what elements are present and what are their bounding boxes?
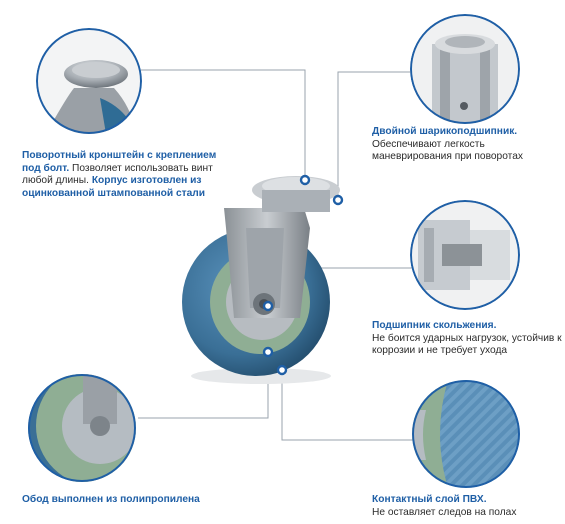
marker-pvc [276,364,288,376]
callout-plain-bearing-text: Не боится ударных нагрузок, устойчив к к… [372,332,562,357]
detail-circle-pvc-tread [412,380,520,488]
callout-double-bearing: Двойной шарикоподшипник. Обеспечивают ле… [372,126,562,164]
callout-rim-title: Обод выполнен из полипропилена [22,494,200,505]
marker-rim [262,346,274,358]
callout-swivel-bracket-text: Позволяет использовать винт любой длины. [22,162,213,187]
caster-wheel-main-image [182,176,340,384]
callout-pvc-layer-text: Не оставляет следов на полах [372,506,517,518]
detail-circle-bracket [36,28,142,134]
detail-circle-plain-bearing [410,200,520,310]
marker-bracket [299,174,311,186]
callout-swivel-bracket-title: Поворотный кронштейн с креплением под бо… [22,150,217,174]
marker-double-bearing [332,194,344,206]
callout-pvc-layer-title: Контактный слой ПВХ. [372,494,487,505]
connector-bracket [135,69,306,178]
detail-circle-rim [28,374,136,482]
callout-double-bearing-title: Двойной шарикоподшипник. [372,126,518,137]
callout-pvc-layer: Контактный слой ПВХ. Не оставляет следов… [372,494,562,519]
callout-double-bearing-text: Обеспечивают легкость маневрирования при… [372,138,523,163]
callout-rim: Обод выполнен из полипропилена [22,494,242,507]
callout-plain-bearing-title: Подшипник скольжения. [372,320,497,331]
callout-swivel-bracket: Поворотный кронштейн с креплением под бо… [22,150,232,200]
callout-plain-bearing: Подшипник скольжения. Не боится ударных … [372,320,562,358]
connector-pvc [281,370,415,441]
marker-plain-bearing [262,300,274,312]
callout-swivel-bracket-title2: Корпус изготовлен из оцинкованной штампо… [22,175,206,199]
connector-double-bearing [337,71,412,198]
detail-circle-double-bearing [410,14,520,124]
